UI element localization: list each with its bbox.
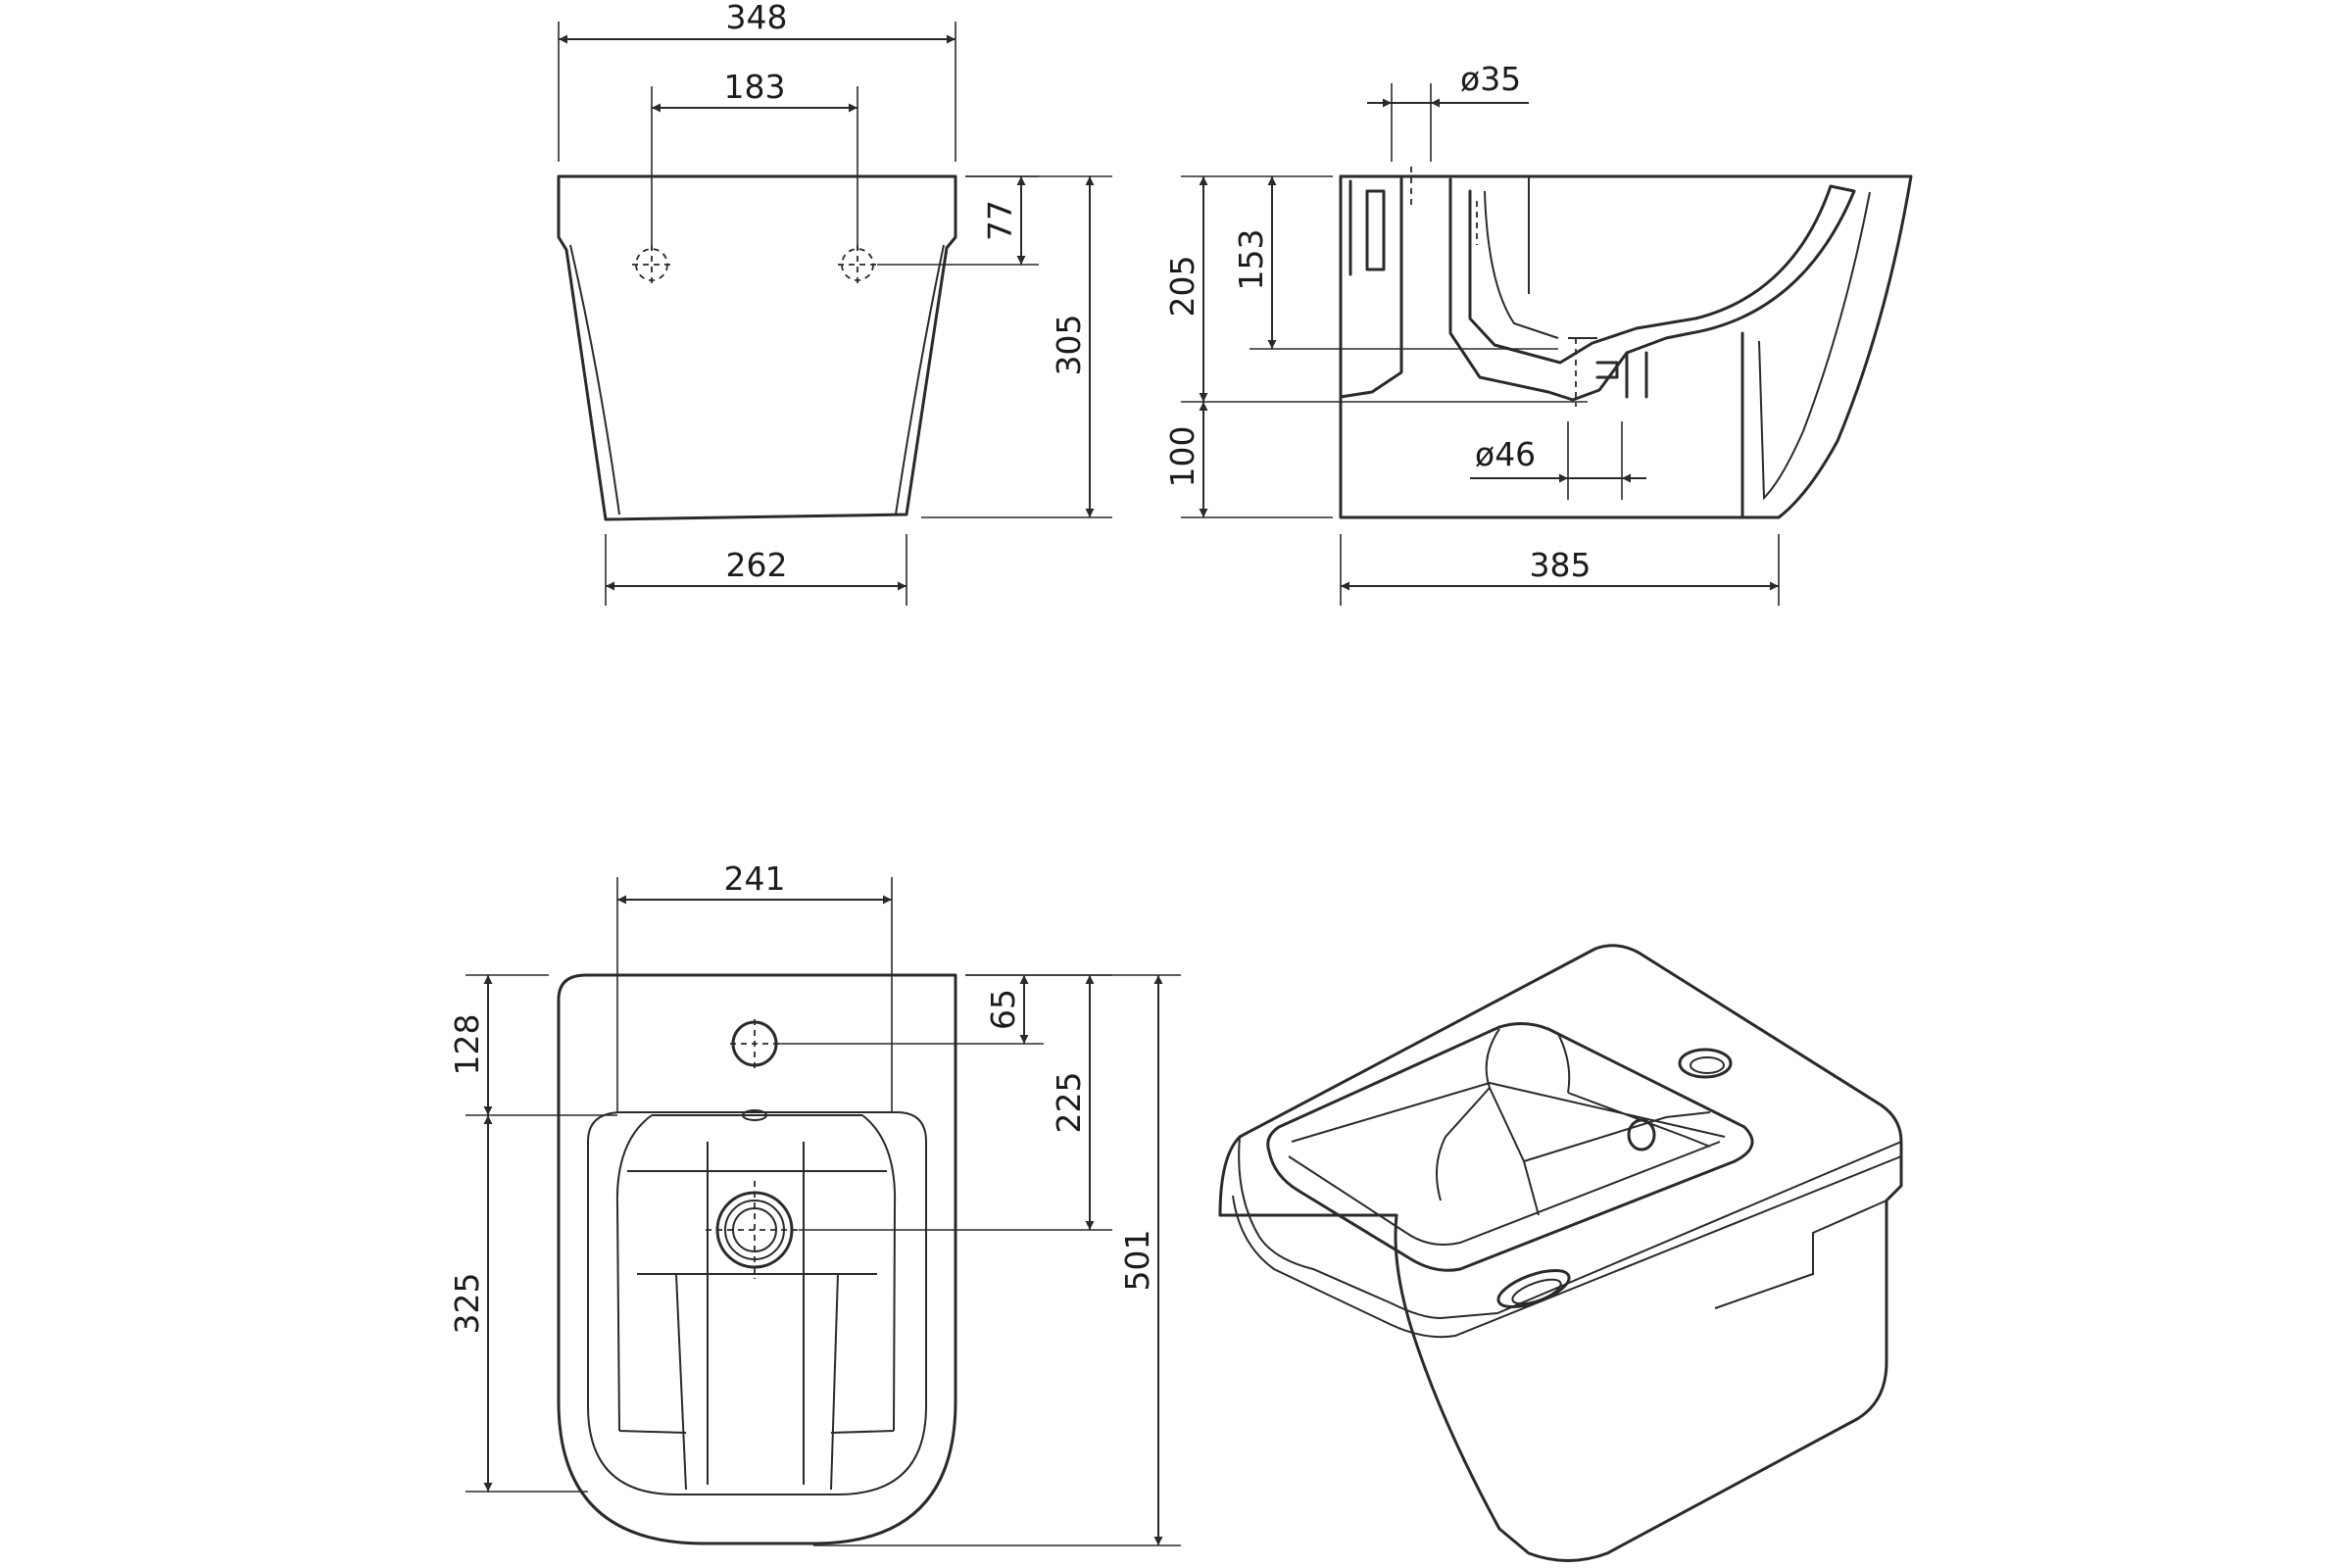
isometric-rim-top (1238, 1136, 1902, 1320)
front-view-inner-edge (569, 244, 945, 515)
side-view-bowl-inner (1484, 176, 1559, 339)
isometric-bowl-opening (1266, 1022, 1754, 1272)
isometric-outer-outline (1218, 944, 1903, 1562)
isometric-view (1218, 944, 1903, 1562)
side-view: ø35 153 205 100 ø46 385 (1163, 60, 1913, 606)
overflow-hole-icon (742, 1109, 767, 1121)
dimension-width-top: 348 (726, 0, 788, 36)
right-mounting-hole-icon (838, 245, 877, 284)
dimension-depth: 385 (1530, 546, 1592, 584)
isometric-tap-hole-icon (1678, 1048, 1733, 1079)
isometric-bowl-inner (1288, 1028, 1726, 1246)
dimension-outlet-diameter: ø46 (1475, 435, 1536, 473)
top-view-bowl-inner (615, 1114, 897, 1491)
side-view-base (1339, 174, 1744, 519)
drain-icon (706, 1181, 804, 1279)
left-mounting-hole-icon (632, 245, 671, 284)
top-view: 241 128 325 65 225 501 (448, 859, 1181, 1546)
isometric-drain-icon (1496, 1269, 1571, 1308)
front-view-outline (557, 174, 957, 521)
side-view-bowl-section (1448, 177, 1856, 402)
isometric-rim-band (1232, 1155, 1902, 1339)
dimension-hole-offset: 77 (981, 200, 1019, 241)
dimension-height: 305 (1050, 315, 1088, 376)
side-view-outlet (1595, 351, 1648, 399)
side-view-inlet-centerline (1410, 167, 1478, 245)
dimension-base-height: 100 (1163, 426, 1201, 488)
side-view-inner-shell (1758, 191, 1871, 501)
dimension-drain-offset: 225 (1050, 1072, 1088, 1134)
isometric-overflow-hole-icon (1627, 1118, 1656, 1152)
side-view-inlet-channel (1339, 174, 1403, 399)
tap-hole-icon (730, 1019, 779, 1068)
front-view: 348 183 77 305 262 (557, 0, 1112, 606)
side-view-body-outline (1339, 174, 1913, 519)
dimension-bowl-width: 241 (724, 859, 786, 898)
dimension-pipe-diameter: ø35 (1460, 60, 1521, 98)
dimension-total-length: 501 (1118, 1230, 1156, 1292)
dimension-upper-height: 205 (1163, 256, 1201, 318)
dimension-tap-hole-offset: 65 (984, 989, 1022, 1030)
dimension-bowl-depth: 325 (448, 1273, 486, 1335)
dimension-width-bottom: 262 (726, 546, 788, 584)
dimension-rim-depth: 128 (448, 1014, 486, 1076)
dimension-outlet-height: 153 (1232, 229, 1270, 291)
top-view-outline (557, 973, 957, 1545)
dimension-hole-spacing: 183 (724, 68, 786, 106)
top-view-bowl-rim (587, 1111, 927, 1495)
